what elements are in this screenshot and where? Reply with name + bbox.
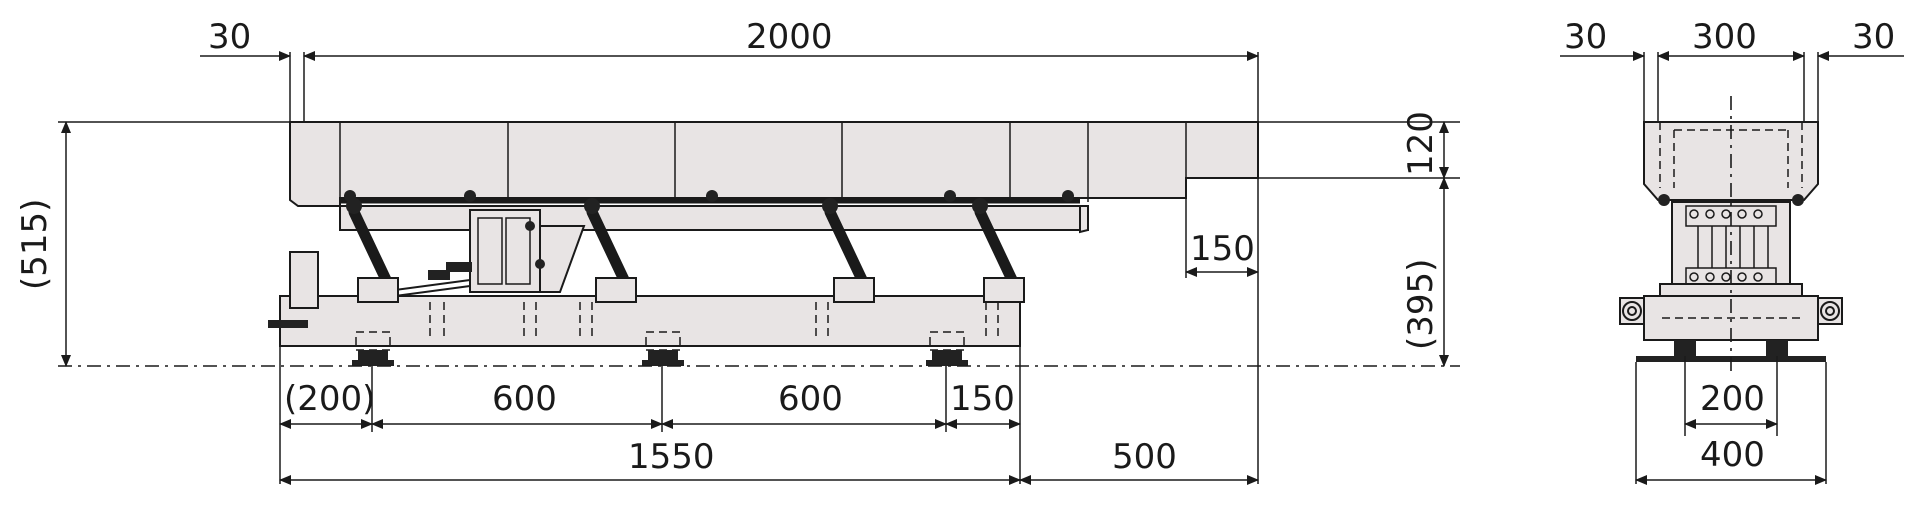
trough: [289, 121, 1259, 207]
isolator-left: [352, 331, 394, 366]
dim-30-right: 30: [1852, 17, 1895, 57]
dim-500: 500: [1112, 437, 1177, 477]
dim-150-right: 150: [1190, 229, 1255, 269]
isolators: [352, 331, 968, 366]
spring-link-2: [584, 198, 637, 303]
dim-200-paren: (200): [284, 379, 375, 419]
isolator-center: [642, 331, 684, 366]
dim-400: 400: [1700, 435, 1765, 475]
side-view: 30 2000 (515) 120 (395) 150 (200) 600 60…: [15, 17, 1460, 485]
end-view: 30 300 30 200 400: [1560, 17, 1904, 485]
isolator-right: [926, 331, 968, 366]
spring-links: [344, 190, 1074, 303]
dim-30-left: 30: [1564, 17, 1607, 57]
dim-515: (515): [15, 199, 55, 290]
base-frame: [268, 251, 1021, 347]
dim-2000: 2000: [746, 17, 833, 57]
dim-600-a: 600: [492, 379, 557, 419]
dim-600-b: 600: [778, 379, 843, 419]
dim-395: (395): [1401, 259, 1441, 350]
dim-1550: 1550: [628, 437, 715, 477]
dim-120: 120: [1401, 111, 1441, 176]
dim-200: 200: [1700, 379, 1765, 419]
spring-link-4: [972, 198, 1025, 303]
dim-300: 300: [1692, 17, 1757, 57]
spring-link-3: [822, 198, 875, 303]
spring-link-1: [346, 198, 399, 303]
dim-30-top: 30: [208, 17, 251, 57]
dim-150-bottom: 150: [950, 379, 1015, 419]
